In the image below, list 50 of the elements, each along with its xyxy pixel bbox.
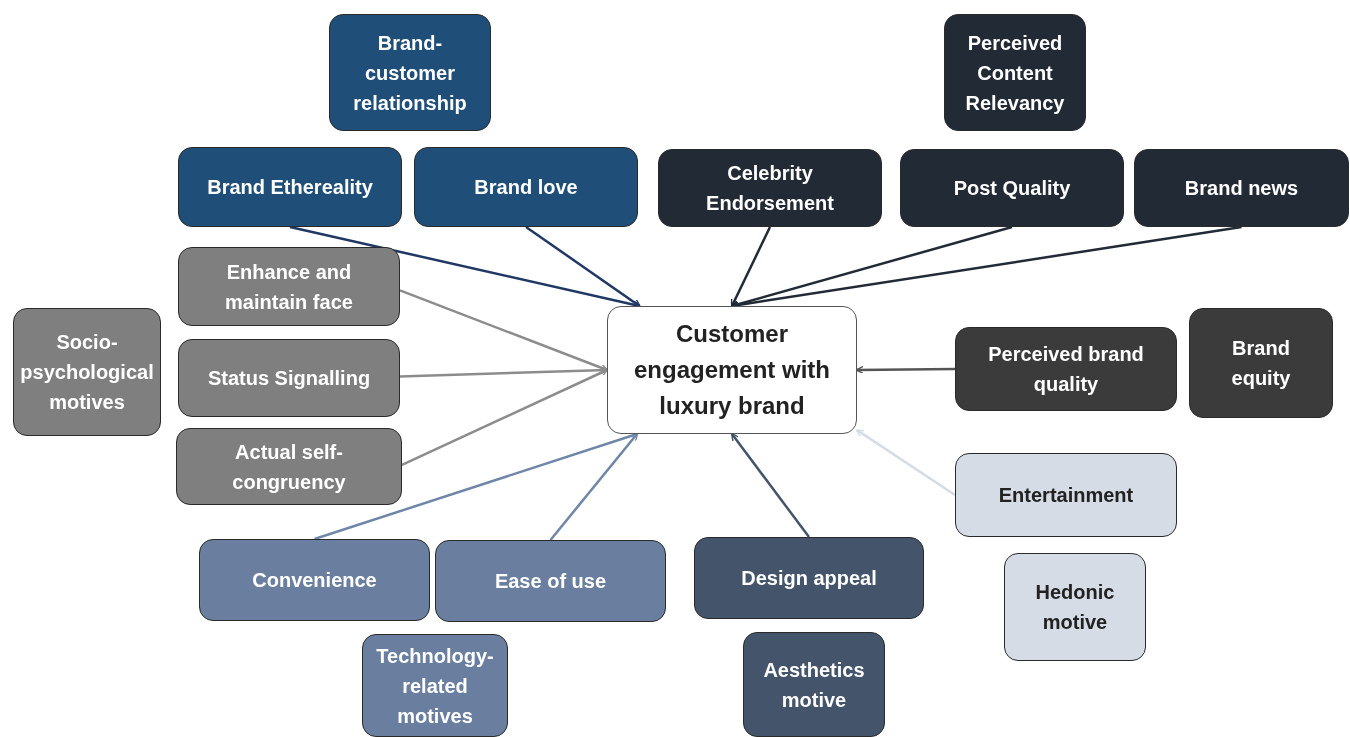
node-label: Socio-psychological motives xyxy=(20,330,154,415)
concept-box xyxy=(414,147,638,227)
node-label: Brand-customer relationship xyxy=(352,30,468,116)
concept-box xyxy=(658,149,882,227)
node-label: Convenience xyxy=(252,568,377,593)
node-label: Brand love xyxy=(474,175,578,200)
arrow xyxy=(549,432,639,541)
concept-box xyxy=(199,539,430,621)
node-label: Brand Ethereality xyxy=(207,175,373,200)
node-label: Status Signalling xyxy=(207,366,371,391)
concept-box xyxy=(13,308,161,436)
concept-box xyxy=(955,453,1177,537)
arrow xyxy=(730,226,772,308)
arrow xyxy=(525,225,641,308)
concept-box xyxy=(362,634,508,737)
node-label: Technology-related motives xyxy=(375,643,495,729)
node-label: Customer engagement with luxury brand xyxy=(633,319,831,421)
node-label: Entertainment xyxy=(998,483,1134,508)
concept-box xyxy=(694,537,924,619)
node-label: Brand news xyxy=(1184,176,1299,201)
arrow xyxy=(855,429,956,497)
node-label: Hedonic motive xyxy=(1034,580,1116,635)
node-label: Ease of use xyxy=(494,569,607,594)
concept-box xyxy=(178,339,400,417)
node-label: Celebrity Endorsement xyxy=(705,161,835,216)
node-label: Brand equity xyxy=(1230,336,1292,391)
node-label: Actual self-congruency xyxy=(231,439,347,495)
arrow xyxy=(730,432,810,538)
concept-box xyxy=(944,14,1086,131)
node-label: Enhance and maintain face xyxy=(224,259,354,315)
concept-box xyxy=(178,147,402,227)
node-label: Perceived Content Relevancy xyxy=(964,30,1066,116)
concept-box xyxy=(178,247,400,326)
concept-box xyxy=(176,428,402,505)
concept-box xyxy=(607,306,857,434)
concept-box xyxy=(1004,553,1146,661)
concept-box xyxy=(1134,149,1349,227)
arrow xyxy=(401,368,609,467)
arrow xyxy=(855,365,955,375)
concept-box xyxy=(743,632,885,737)
node-label: Design appeal xyxy=(741,566,877,591)
concept-box xyxy=(329,14,491,131)
concept-box xyxy=(955,327,1177,411)
node-label: Post Quality xyxy=(953,176,1071,201)
node-label: Aesthetics motive xyxy=(762,657,866,713)
concept-box xyxy=(1189,308,1333,418)
arrow xyxy=(399,289,609,372)
concept-box xyxy=(900,149,1124,227)
node-label: Perceived brand quality xyxy=(987,342,1145,397)
concept-box xyxy=(435,540,666,622)
